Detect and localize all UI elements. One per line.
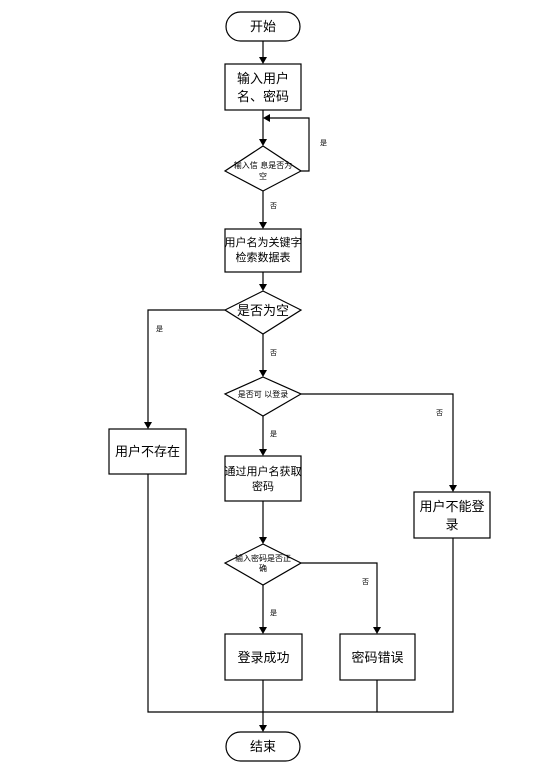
get-password-label-line2: 密码 bbox=[252, 479, 274, 493]
result-empty-decision bbox=[223, 290, 303, 335]
end-terminal bbox=[225, 731, 301, 762]
check-empty-decision bbox=[223, 145, 303, 192]
can-login-node: 是否可 以登录 bbox=[223, 376, 303, 417]
check-empty-label-line1: 输入信 息是否为 bbox=[234, 160, 293, 170]
user-not-exist-process bbox=[108, 428, 187, 475]
arrowhead bbox=[259, 370, 267, 377]
input-label-line1: 输入用户 bbox=[237, 71, 289, 87]
user-not-exist-label: 用户不存在 bbox=[115, 444, 180, 460]
check-empty-node: 输入信 息是否为 空 bbox=[223, 145, 303, 192]
end-node: 结束 bbox=[225, 731, 301, 762]
arrowhead bbox=[259, 725, 267, 732]
start-terminal bbox=[225, 11, 301, 42]
arrowheads bbox=[144, 57, 457, 732]
arrowhead bbox=[373, 627, 381, 634]
check-password-label-line2: 确 bbox=[259, 563, 267, 573]
search-node: 用户名为关键字 检索数据表 bbox=[224, 228, 302, 273]
search-label-line2: 检索数据表 bbox=[236, 250, 291, 264]
arrowhead bbox=[259, 57, 267, 64]
result-empty-label: 是否为空 bbox=[237, 304, 289, 319]
password-wrong-process bbox=[339, 633, 416, 681]
branch-label-yes: 是 bbox=[156, 325, 163, 333]
connector-checkpwd-wrong bbox=[301, 562, 378, 627]
can-login-label: 是否可 以登录 bbox=[238, 389, 289, 399]
connector-canlogin-cannot bbox=[301, 393, 454, 485]
search-process bbox=[224, 228, 302, 273]
branch-label-yes: 是 bbox=[270, 430, 277, 438]
input-process bbox=[224, 63, 302, 111]
connector-cannot-end bbox=[263, 538, 454, 713]
login-success-label: 登录成功 bbox=[237, 651, 289, 666]
arrowhead bbox=[259, 139, 267, 146]
check-empty-label-line2: 空 bbox=[259, 171, 267, 181]
password-wrong-label: 密码错误 bbox=[351, 650, 403, 666]
cannot-login-node: 用户不能登 录 bbox=[413, 491, 491, 539]
input-label-line2: 名、密码 bbox=[237, 89, 289, 105]
arrowhead bbox=[259, 449, 267, 456]
get-password-process bbox=[224, 455, 302, 502]
connector-result-notexist bbox=[147, 309, 225, 422]
cannot-login-label-line2: 录 bbox=[445, 518, 458, 533]
connectors bbox=[147, 41, 454, 725]
branch-label-yes: 是 bbox=[270, 609, 277, 617]
user-not-exist-node: 用户不存在 bbox=[108, 428, 187, 475]
arrowhead bbox=[259, 627, 267, 634]
arrowhead bbox=[259, 537, 267, 544]
can-login-decision bbox=[223, 376, 303, 417]
end-label: 结束 bbox=[250, 740, 276, 755]
login-success-process bbox=[224, 633, 303, 681]
branch-label-no: 否 bbox=[270, 349, 277, 357]
check-password-label-line1: 输入密码是否正 bbox=[235, 553, 291, 563]
arrowhead bbox=[259, 284, 267, 291]
login-success-node: 登录成功 bbox=[224, 633, 303, 681]
input-node: 输入用户 名、密码 bbox=[224, 63, 302, 111]
arrowhead bbox=[259, 222, 267, 229]
get-password-node: 通过用户名获取 密码 bbox=[224, 455, 302, 502]
branch-label-yes: 是 bbox=[320, 139, 327, 147]
connector-notexist-end bbox=[147, 474, 263, 713]
cannot-login-label-line1: 用户不能登 bbox=[419, 499, 484, 515]
branch-labels: 是 否 是 否 否 是 否 是 bbox=[156, 139, 443, 617]
branch-label-no: 否 bbox=[436, 409, 443, 417]
cannot-login-process bbox=[413, 491, 491, 539]
password-wrong-node: 密码错误 bbox=[339, 633, 416, 681]
result-empty-node: 是否为空 bbox=[223, 290, 303, 335]
check-password-decision bbox=[223, 543, 303, 586]
connector-check-loop bbox=[270, 117, 310, 172]
start-label: 开始 bbox=[250, 20, 276, 35]
check-password-node: 输入密码是否正 确 bbox=[223, 543, 303, 586]
get-password-label-line1: 通过用户名获取 bbox=[225, 464, 302, 478]
search-label-line1: 用户名为关键字 bbox=[225, 235, 302, 249]
arrowhead bbox=[263, 114, 270, 122]
branch-label-no: 否 bbox=[362, 578, 369, 586]
start-node: 开始 bbox=[225, 11, 301, 42]
arrowhead bbox=[144, 422, 152, 429]
branch-label-no: 否 bbox=[270, 202, 277, 210]
arrowhead bbox=[449, 485, 457, 492]
